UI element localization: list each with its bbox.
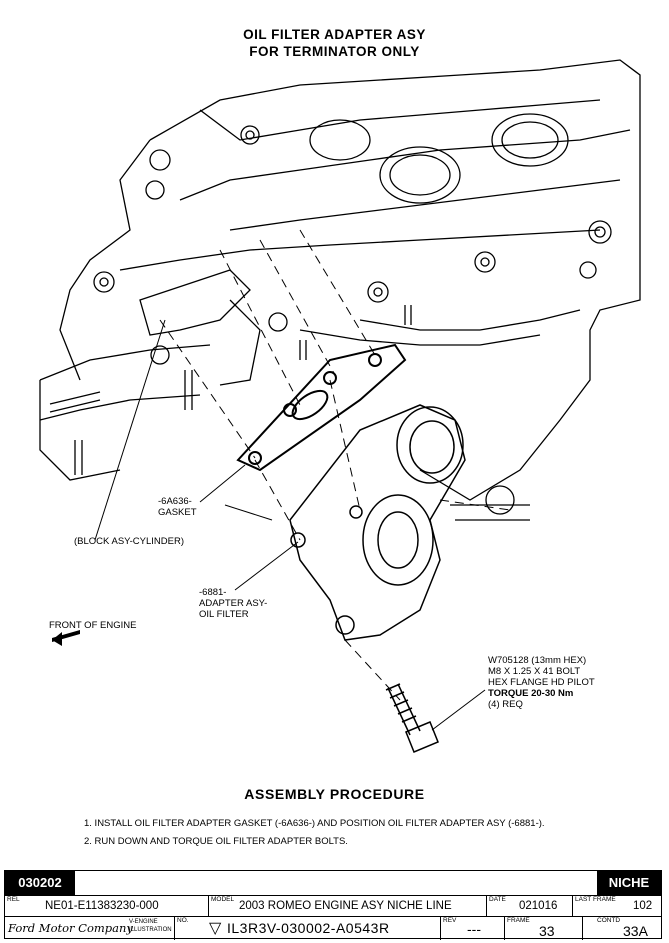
- last-frame-cell: LAST FRAME 102: [573, 895, 663, 916]
- model-cell: MODEL 2003 ROMEO ENGINE ASY NICHE LINE: [209, 895, 487, 916]
- last-frame-value: 102: [633, 900, 653, 912]
- contd-label: CONTD: [597, 917, 621, 924]
- title-block-row-1: [5, 895, 661, 896]
- title-block: 030202 NICHE REL NE01-E11383230-000 MODE…: [4, 870, 663, 940]
- number-label: NO.: [177, 917, 189, 924]
- frame-cell: FRAME 33: [505, 916, 583, 940]
- code-badge: 030202: [5, 871, 75, 895]
- model-value: 2003 ROMEO ENGINE ASY NICHE LINE: [239, 900, 452, 912]
- vengine-mark: V-ENGINE ILLUSTRATION: [129, 919, 172, 933]
- number-cell: NO. ▽ IL3R3V-030002-A0543R: [175, 916, 441, 940]
- rev-label: REV: [443, 917, 457, 924]
- rel-label: REL: [7, 896, 20, 903]
- block-label: (BLOCK ASY-CYLINDER): [74, 536, 184, 547]
- procedure-step-1: 1. INSTALL OIL FILTER ADAPTER GASKET (-6…: [84, 818, 545, 829]
- date-value: 021016: [519, 900, 558, 912]
- bolt-spec-label: W705128 (13mm HEX) M8 X 1.25 X 41 BOLT H…: [488, 655, 595, 688]
- date-cell: DATE 021016: [487, 895, 573, 916]
- rel-value: NE01-E11383230-000: [45, 900, 159, 912]
- rev-value: ---: [467, 921, 481, 937]
- model-label: MODEL: [211, 896, 235, 903]
- company-logo: Ford Motor Company: [8, 921, 133, 935]
- number-value: IL3R3V-030002-A0543R: [227, 920, 390, 936]
- rev-cell: REV ---: [441, 916, 505, 940]
- drawing-title-line2: FOR TERMINATOR ONLY: [249, 44, 420, 59]
- front-of-engine-label: FRONT OF ENGINE: [49, 620, 137, 631]
- frame-label: FRAME: [507, 917, 530, 924]
- adapter-label: -6881- ADAPTER ASY- OIL FILTER: [199, 587, 268, 620]
- rel-cell: REL NE01-E11383230-000: [5, 895, 209, 916]
- title-block-row-2: [5, 916, 661, 917]
- torque-label: TORQUE 20-30 Nm: [488, 688, 574, 699]
- company-cell: Ford Motor Company V-ENGINE ILLUSTRATION: [5, 916, 175, 940]
- contd-value: 33A: [623, 923, 648, 939]
- drawing-title-line1: OIL FILTER ADAPTER ASY: [243, 27, 426, 42]
- req-label: (4) REQ: [488, 699, 523, 710]
- procedure-heading: ASSEMBLY PROCEDURE: [244, 786, 425, 802]
- contd-cell: CONTD 33A: [583, 916, 663, 940]
- niche-badge: NICHE: [597, 871, 661, 895]
- date-label: DATE: [489, 896, 506, 903]
- gasket-label: -6A636- GASKET: [158, 496, 197, 518]
- triangle-icon: ▽: [209, 920, 222, 937]
- procedure-step-2: 2. RUN DOWN AND TORQUE OIL FILTER ADAPTE…: [84, 836, 348, 847]
- engine-illustration: [39, 59, 641, 753]
- last-frame-label: LAST FRAME: [575, 896, 616, 903]
- frame-value: 33: [539, 923, 555, 939]
